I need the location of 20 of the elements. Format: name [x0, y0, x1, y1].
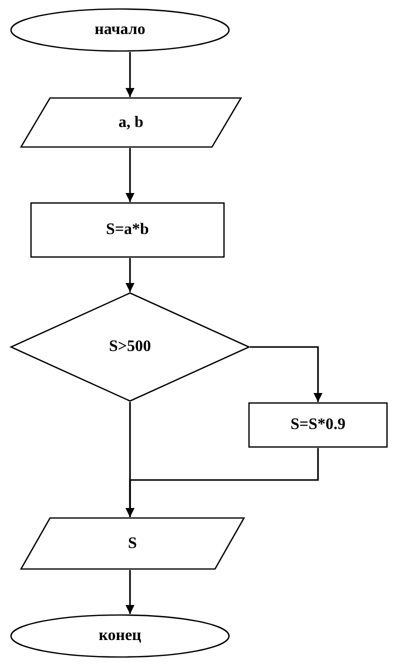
decision-diamond	[10, 292, 250, 402]
terminal-oval	[10, 8, 230, 52]
arrow	[250, 346, 322, 402]
node-label: a, b	[118, 114, 144, 132]
node-label: S>500	[108, 338, 151, 356]
terminal-oval	[10, 614, 230, 658]
arrow	[126, 52, 134, 97]
arrow	[126, 258, 134, 292]
node-label: начало	[94, 21, 146, 39]
arrow	[126, 570, 134, 614]
node-label: S=a*b	[106, 221, 149, 239]
input-output-parallelogram	[20, 517, 245, 570]
arrow	[126, 148, 134, 202]
input-output-parallelogram	[20, 97, 242, 148]
node-label: S=S*0.9	[290, 416, 346, 434]
process-box	[30, 202, 225, 258]
process-box	[248, 402, 388, 448]
node-label: конец	[98, 627, 142, 645]
node-label: S	[128, 534, 137, 552]
arrow	[126, 448, 319, 517]
